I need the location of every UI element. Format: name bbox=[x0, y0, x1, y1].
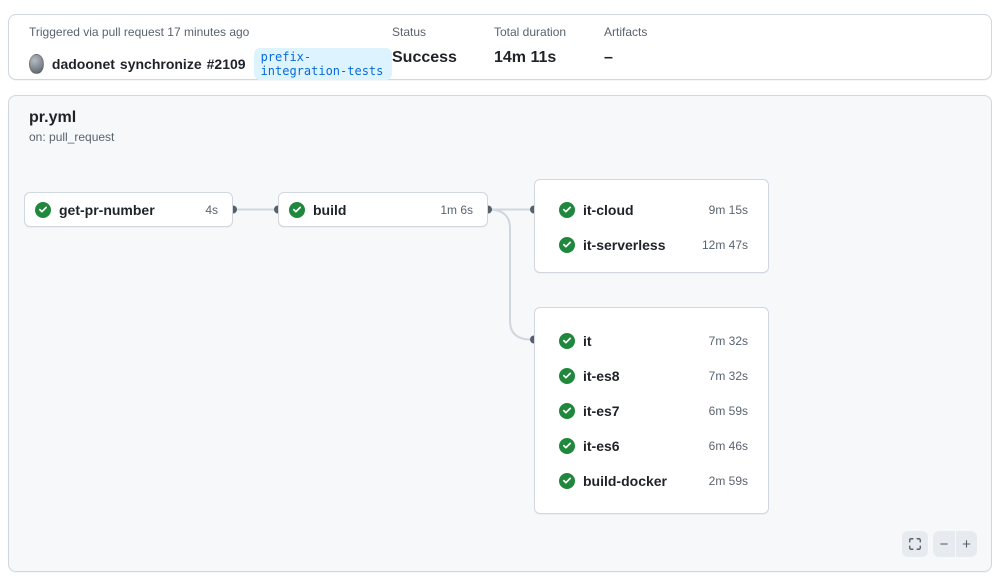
check-circle-icon bbox=[559, 402, 575, 419]
duration-label: Total duration bbox=[494, 25, 567, 39]
status-label: Status bbox=[392, 25, 427, 39]
job-name: it-es8 bbox=[583, 367, 620, 384]
job-name: get-pr-number bbox=[59, 201, 155, 218]
artifacts-column: Artifacts – bbox=[604, 25, 647, 69]
run-summary-card: Triggered via pull request 17 minutes ag… bbox=[8, 14, 992, 80]
job-row-it-serverless[interactable]: it-serverless 12m 47s bbox=[535, 227, 768, 262]
job-duration: 9m 15s bbox=[708, 202, 748, 217]
check-circle-icon bbox=[559, 236, 575, 253]
graph-view-controls: − + bbox=[902, 531, 977, 557]
duration-value: 14m 11s bbox=[494, 49, 557, 66]
workflow-file-name: pr.yml bbox=[29, 109, 77, 126]
run-number: #2109 bbox=[206, 56, 246, 72]
job-row-it-cloud[interactable]: it-cloud 9m 15s bbox=[535, 192, 768, 227]
check-circle-icon bbox=[559, 437, 575, 454]
job-row-it-es7[interactable]: it-es7 6m 59s bbox=[535, 393, 768, 428]
avatar bbox=[29, 54, 44, 74]
event-name: synchronize bbox=[119, 56, 202, 72]
trigger-section: Triggered via pull request 17 minutes ag… bbox=[29, 25, 392, 80]
zoom-out-button[interactable]: − bbox=[933, 531, 955, 557]
job-name: it-es6 bbox=[583, 437, 620, 454]
job-row-it[interactable]: it 7m 32s bbox=[535, 323, 768, 358]
job-duration: 2m 59s bbox=[708, 473, 748, 488]
job-duration: 12m 47s bbox=[701, 237, 748, 252]
fullscreen-icon bbox=[909, 538, 921, 550]
job-row-it-es6[interactable]: it-es6 6m 46s bbox=[535, 428, 768, 463]
artifacts-value: – bbox=[604, 49, 613, 66]
job-name: it-serverless bbox=[583, 236, 666, 253]
duration-column: Total duration 14m 11s bbox=[494, 25, 604, 69]
job-group-integration-es: it 7m 32s it-es8 7m 32s it-es7 6m 59s bbox=[534, 307, 769, 514]
check-circle-icon bbox=[559, 472, 575, 489]
job-duration: 1m 6s bbox=[440, 202, 473, 217]
job-duration: 6m 59s bbox=[708, 403, 748, 418]
check-circle-icon bbox=[35, 201, 51, 218]
job-name: it bbox=[583, 332, 592, 349]
job-duration: 7m 32s bbox=[708, 333, 748, 348]
job-duration: 7m 32s bbox=[708, 368, 748, 383]
workflow-trigger: on: pull_request bbox=[29, 130, 115, 144]
job-duration: 4s bbox=[205, 202, 218, 217]
job-node-build[interactable]: build 1m 6s bbox=[278, 192, 488, 227]
actor-name: dadoonet bbox=[51, 56, 115, 72]
zoom-control: − + bbox=[933, 531, 977, 557]
job-name: build bbox=[313, 201, 347, 218]
status-value: Success bbox=[392, 49, 457, 66]
check-circle-icon bbox=[289, 201, 305, 218]
job-group-integration-cloud: it-cloud 9m 15s it-serverless 12m 47s bbox=[534, 179, 769, 273]
fullscreen-button[interactable] bbox=[902, 531, 928, 557]
check-circle-icon bbox=[559, 332, 575, 349]
job-node-get-pr-number[interactable]: get-pr-number 4s bbox=[24, 192, 233, 227]
check-circle-icon bbox=[559, 367, 575, 384]
job-name: build-docker bbox=[583, 472, 668, 489]
job-name: it-es7 bbox=[583, 402, 620, 419]
job-row-it-es8[interactable]: it-es8 7m 32s bbox=[535, 358, 768, 393]
job-duration: 6m 46s bbox=[708, 438, 748, 453]
branch-badge[interactable]: prefix-integration-tests bbox=[253, 48, 392, 80]
job-name: it-cloud bbox=[583, 201, 634, 218]
actor-line: dadoonet synchronize #2109 prefix-integr… bbox=[29, 48, 392, 80]
workflow-graph-edges bbox=[229, 205, 538, 344]
triggered-text: Triggered via pull request 17 minutes ag… bbox=[29, 25, 250, 39]
workflow-graph-card: pr.yml on: pull_request get-pr-number 4s… bbox=[8, 95, 992, 572]
job-row-build-docker[interactable]: build-docker 2m 59s bbox=[535, 463, 768, 498]
zoom-in-button[interactable]: + bbox=[955, 531, 977, 557]
check-circle-icon bbox=[559, 201, 575, 218]
status-column: Status Success bbox=[392, 25, 494, 69]
artifacts-label: Artifacts bbox=[604, 25, 648, 39]
